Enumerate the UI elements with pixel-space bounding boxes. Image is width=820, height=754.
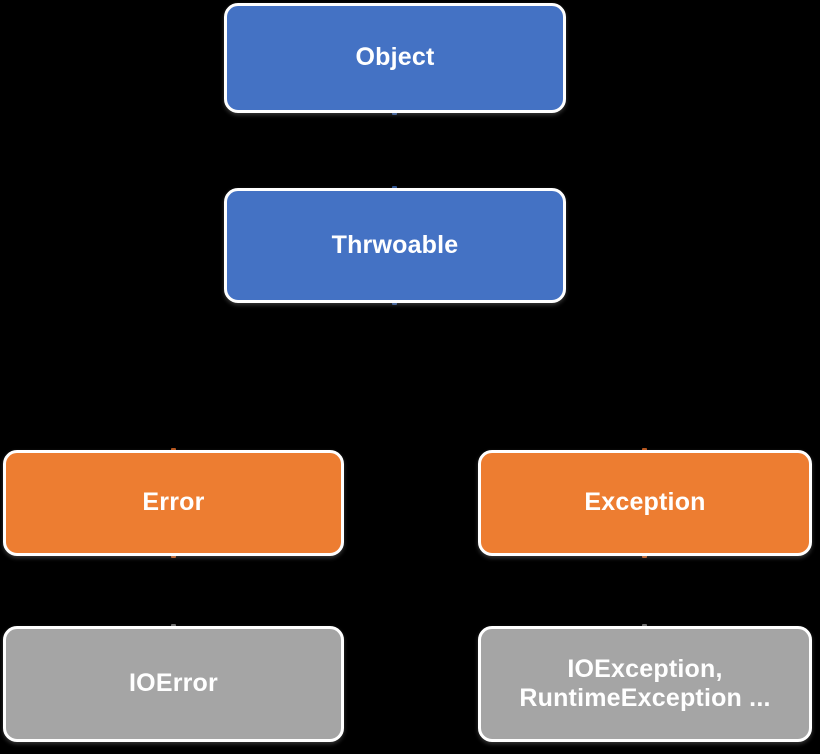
node-object[interactable]: Object [224,3,566,113]
node-ioerror-label: IOError [129,669,218,698]
node-exception-subtypes[interactable]: IOException, RuntimeException ... [478,626,812,742]
node-error-label: Error [142,488,205,517]
node-exception-subtypes-label: IOException, RuntimeException ... [519,654,771,713]
node-object-label: Object [355,43,435,72]
node-throwable[interactable]: Thrwoable [224,188,566,303]
node-throwable-label: Thrwoable [331,230,459,259]
node-error[interactable]: Error [3,450,344,556]
node-ioerror[interactable]: IOError [3,626,344,742]
node-exception[interactable]: Exception [478,450,812,556]
node-exception-label: Exception [584,488,706,517]
